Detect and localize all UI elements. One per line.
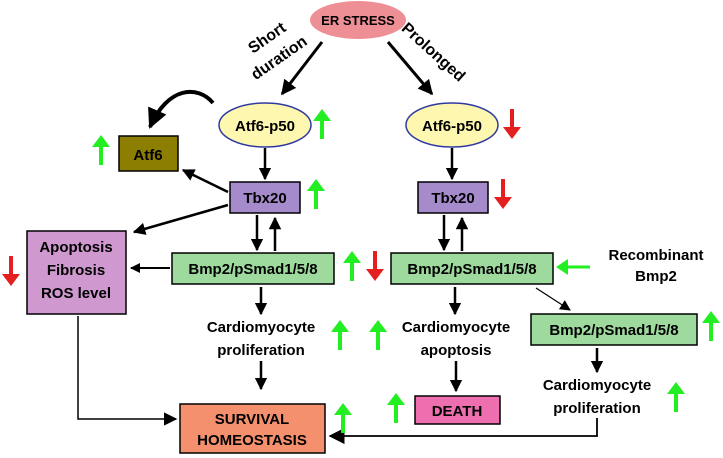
down-arrow-icon-tbx20-right bbox=[494, 179, 512, 209]
prolonged-label: Prolonged bbox=[398, 20, 468, 86]
recombinant-label-2: Bmp2 bbox=[635, 268, 677, 285]
atf6-p50-right-node: Atf6-p50 bbox=[405, 102, 499, 148]
bmp2-right-label: Bmp2/pSmad1/5/8 bbox=[407, 261, 536, 278]
bmp2-right-node: Bmp2/pSmad1/5/8 bbox=[390, 252, 554, 285]
cardio-apoptosis-label-2: apoptosis bbox=[421, 342, 492, 359]
death-node: DEATH bbox=[414, 395, 501, 425]
down-arrow-icon-bmp2-left-b bbox=[366, 251, 384, 281]
cardio-prolif-left-label-1: Cardiomyocyte bbox=[207, 319, 315, 336]
cardio-prolif-right-label-2: proliferation bbox=[553, 400, 641, 417]
survival-homeostasis-node: SURVIVAL HOMEOSTASIS bbox=[179, 403, 326, 454]
up-arrow-icon-atf6 bbox=[92, 135, 110, 165]
survival-label: SURVIVAL bbox=[215, 411, 289, 428]
arrow-tbx20-to-atf6 bbox=[181, 168, 229, 194]
atf6-p50-left-node: Atf6-p50 bbox=[218, 102, 312, 148]
recombinant-arrow-head bbox=[556, 259, 568, 275]
up-arrow-icon-atf6-p50-left bbox=[313, 109, 331, 139]
up-arrow-icon-cardio-prolif-right bbox=[667, 382, 685, 412]
down-arrow-icon-atf6-p50-right bbox=[503, 109, 521, 139]
up-arrow-icon-bmp2-lower bbox=[702, 311, 720, 341]
death-label: DEATH bbox=[432, 403, 483, 420]
up-arrow-icon-tbx20-left bbox=[307, 179, 325, 209]
down-arrow-icon-apoptosis-block bbox=[2, 256, 20, 286]
er-stress-label: ER STRESS bbox=[321, 13, 395, 28]
up-arrow-icon-bmp2-left-a bbox=[343, 251, 361, 281]
cardio-apoptosis-label-1: Cardiomyocyte bbox=[402, 319, 510, 336]
up-arrow-icon-cardio-apop bbox=[369, 320, 387, 350]
ros-level-label: ROS level bbox=[41, 285, 111, 302]
atf6-p50-left-label: Atf6-p50 bbox=[235, 118, 295, 135]
cardio-prolif-right-label-1: Cardiomyocyte bbox=[543, 377, 651, 394]
recombinant-label-1: Recombinant bbox=[608, 247, 703, 264]
bmp2-left-node: Bmp2/pSmad1/5/8 bbox=[171, 252, 335, 285]
atf6-p50-right-label: Atf6-p50 bbox=[422, 118, 482, 135]
arrow-er-to-atf6p50-left bbox=[280, 41, 324, 96]
er-stress-node: ER STRESS bbox=[310, 1, 406, 39]
homeostasis-label: HOMEOSTASIS bbox=[197, 432, 307, 449]
arrow-bmp2-right-to-bmp2-lower bbox=[535, 287, 571, 311]
apoptosis-label: Apoptosis bbox=[39, 239, 112, 256]
curved-arrow-to-atf6 bbox=[148, 89, 215, 129]
tbx20-right-label: Tbx20 bbox=[431, 190, 474, 207]
up-arrow-icon-cardio-prolif-left bbox=[331, 320, 349, 350]
tbx20-right-node: Tbx20 bbox=[417, 181, 489, 214]
bmp2-lower-label: Bmp2/pSmad1/5/8 bbox=[549, 322, 678, 339]
up-arrow-icon-survival bbox=[334, 403, 352, 433]
arrow-apoptosis-to-survival bbox=[77, 316, 178, 426]
status-indicators bbox=[2, 109, 720, 433]
arrow-prolif-right-to-survival bbox=[328, 418, 598, 445]
atf6-label: Atf6 bbox=[133, 147, 162, 164]
connector-arrows bbox=[77, 41, 604, 445]
arrow-er-to-atf6p50-right bbox=[386, 41, 434, 96]
tbx20-left-label: Tbx20 bbox=[243, 190, 286, 207]
apoptosis-fibrosis-ros-node: Apoptosis Fibrosis ROS level bbox=[26, 230, 127, 315]
bmp2-left-label: Bmp2/pSmad1/5/8 bbox=[188, 261, 317, 278]
up-arrow-icon-death bbox=[387, 393, 405, 423]
bmp2-lower-node: Bmp2/pSmad1/5/8 bbox=[530, 313, 698, 346]
fibrosis-label: Fibrosis bbox=[47, 262, 105, 279]
atf6-node: Atf6 bbox=[118, 135, 179, 172]
cardio-prolif-left-label-2: proliferation bbox=[217, 342, 305, 359]
tbx20-left-node: Tbx20 bbox=[229, 181, 301, 214]
arrow-tbx20-to-apoptosis bbox=[132, 203, 229, 235]
